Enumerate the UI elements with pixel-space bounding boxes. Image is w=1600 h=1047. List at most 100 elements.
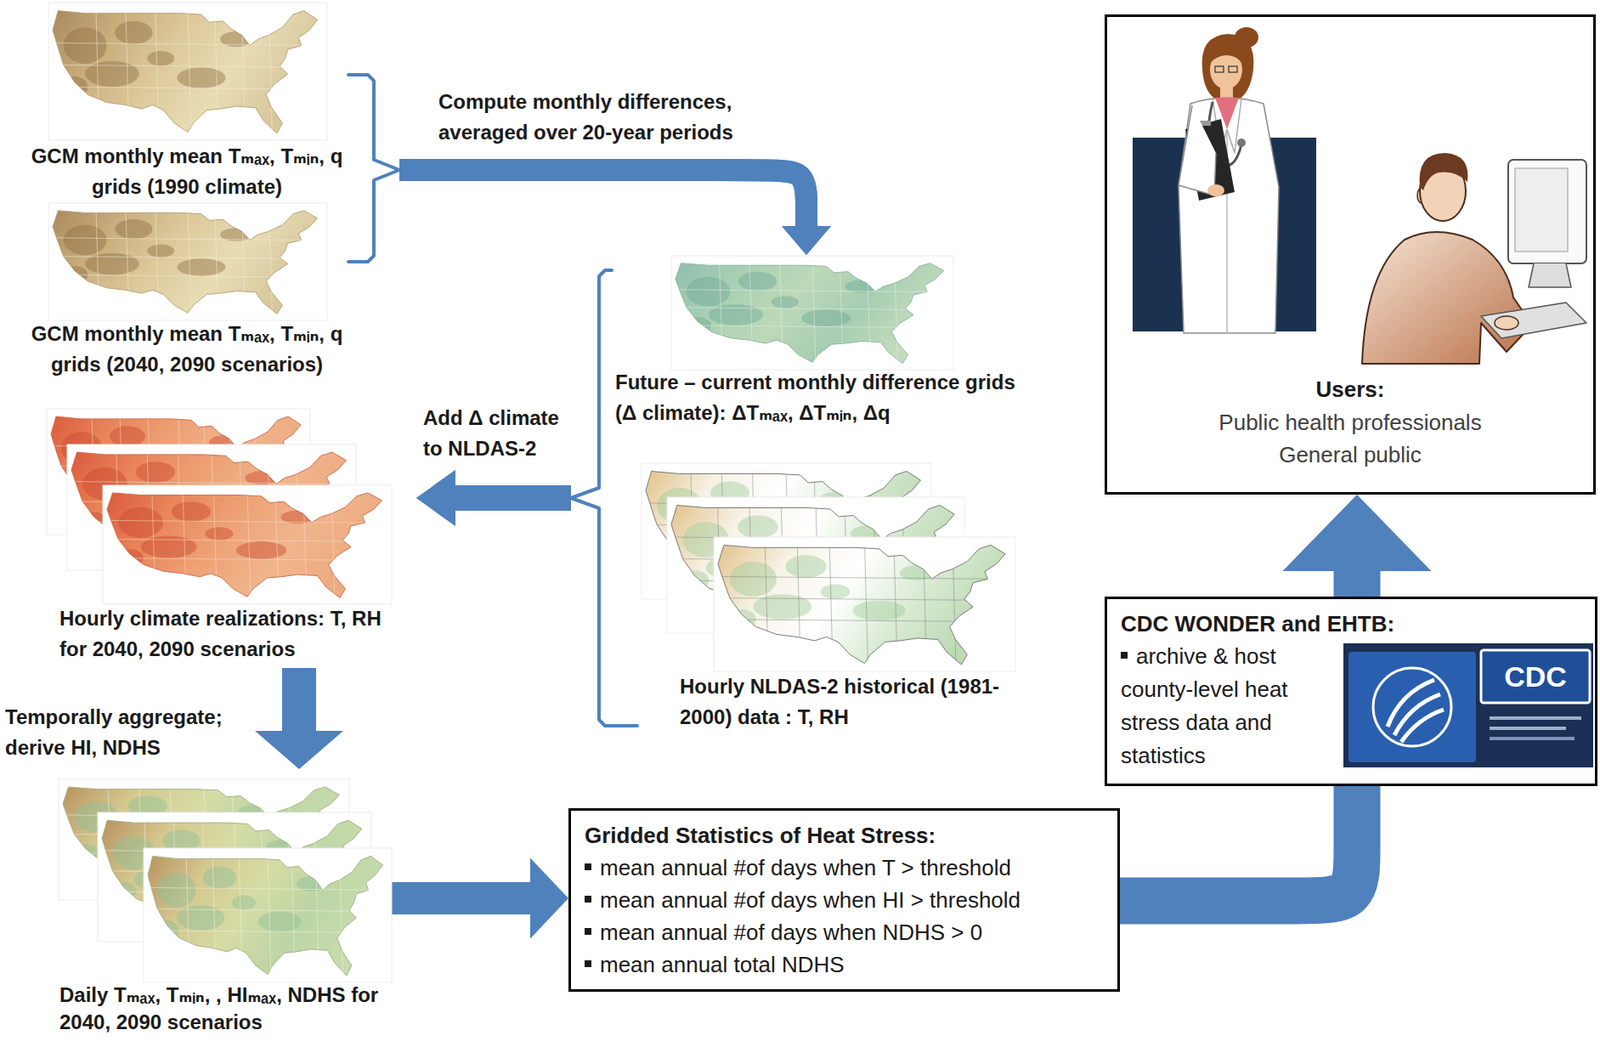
flow-arrow: [416, 270, 612, 526]
node-text: mean annual #of days when NDHS > 0: [599, 919, 983, 945]
arrow-shaft: [454, 485, 572, 511]
monitor-screen: [1515, 168, 1568, 252]
text-row: Future – current monthly difference grid…: [615, 367, 1042, 429]
node-text: mean annual total NDHS: [599, 951, 845, 978]
arrow-shaft: [1119, 785, 1357, 901]
us-map: [675, 263, 945, 364]
arrow-head: [1283, 494, 1432, 572]
map-frame: [143, 848, 392, 983]
map-detail: [675, 260, 950, 366]
map-shade: [231, 894, 256, 911]
map-shade: [708, 304, 764, 326]
map-shade: [109, 425, 146, 447]
map-shade: [171, 501, 211, 521]
state-line: [894, 260, 899, 366]
edge-label: Compute monthly differences, averaged ov…: [438, 86, 800, 148]
map-shade: [738, 271, 777, 291]
state-line: [291, 852, 295, 979]
arrow-shaft: [399, 169, 807, 227]
map-shade: [141, 536, 198, 559]
state-line: [865, 541, 869, 668]
state-line: [812, 260, 816, 366]
map-shade: [118, 507, 164, 538]
monitor: [1508, 159, 1587, 264]
state-line: [71, 481, 352, 485]
map-panel: Daily Tₘₐₓ, Tₘᵢₙ, , HIₘₐₓ, NDHS for 2040…: [33, 768, 391, 1040]
arrow-head: [781, 226, 832, 255]
map-shade: [236, 541, 287, 560]
us-map: [52, 210, 318, 315]
map-shade: [146, 244, 175, 258]
state-line: [107, 558, 388, 561]
state-line: [52, 64, 323, 68]
sign-detail: [1489, 736, 1575, 741]
arrow-shaft: [390, 881, 532, 915]
state-line: [152, 489, 156, 600]
map-shade: [157, 872, 196, 908]
map-illustration: [33, 768, 391, 982]
arrow-head: [416, 469, 456, 526]
flow-arrow: [416, 469, 638, 726]
info-box: Gridded Statistics of Heat Stress:mean a…: [568, 808, 1120, 992]
state-line: [52, 274, 323, 278]
node-text: Daily Tₘₐₓ, Tₘᵢₙ, , HIₘₐₓ, NDHS for 2040…: [59, 983, 379, 1034]
state-line: [182, 489, 187, 600]
box-title: Gridded Statistics of Heat Stress:: [584, 822, 936, 849]
keyboard: [1481, 302, 1587, 339]
arrow-head: [781, 226, 832, 255]
us-map: [107, 492, 382, 599]
doctor-glasses: [1228, 66, 1238, 73]
hhs-emblem-ring: [1373, 667, 1452, 747]
arrow-shaft: [399, 169, 807, 227]
state-line: [764, 541, 769, 668]
bracket-line: [348, 169, 400, 262]
state-line: [147, 887, 388, 890]
map-shade: [737, 515, 779, 539]
map-panel: Hourly NLDAS-2 historical (1981-2000) da…: [637, 463, 1037, 736]
doctor-fringe: [1209, 45, 1244, 65]
state-line: [866, 260, 871, 366]
map-shade: [146, 50, 175, 67]
map-shade: [729, 561, 777, 597]
map-illustration: [637, 463, 1037, 672]
bullet-row: mean annual #of days when T > threshold: [584, 851, 1104, 884]
state-line: [155, 207, 159, 317]
node-text: GCM monthly mean Tₘₐₓ, Tₘᵢₙ, q grids (20…: [31, 322, 344, 376]
map-shade: [176, 258, 226, 276]
state-line: [839, 260, 843, 366]
man-body: [1362, 231, 1533, 364]
us-map: [52, 11, 318, 134]
arrow-head: [530, 858, 569, 939]
state-line: [187, 6, 192, 136]
map-shade: [114, 21, 153, 45]
state-line: [952, 541, 956, 668]
state-line: [675, 307, 950, 311]
bullet-square: [584, 895, 592, 903]
flow-arrow: [390, 858, 569, 939]
state-line: [96, 207, 100, 317]
edge-label: Add Δ climate to NLDAS-2: [423, 402, 577, 464]
state-line: [242, 6, 246, 136]
bullet-row: mean annual #of days when HI > threshold: [584, 883, 1104, 916]
photo-frame: [1343, 643, 1594, 768]
us-map: [718, 544, 1006, 665]
bullet-square: [584, 927, 592, 935]
doctor-glasses: [1215, 66, 1224, 73]
state-line: [212, 852, 216, 979]
box-title: Users:: [1316, 376, 1386, 402]
state-line: [186, 852, 190, 979]
state-line: [52, 256, 323, 260]
map-illustration: [25, 5, 349, 142]
state-line: [52, 86, 323, 90]
text-row: CDC WONDER and EHTB:: [1120, 607, 1582, 640]
map-detail: [52, 207, 323, 317]
doctor-neck: [1220, 86, 1233, 99]
state-line: [923, 541, 928, 668]
bullet-square: [584, 960, 592, 967]
bullet-row: mean annual #of days when NDHS > 0: [584, 915, 1104, 949]
stethoscope-head: [1237, 138, 1246, 147]
state-line: [718, 598, 1012, 601]
map-panel: Hourly climate realizations: T, RH for 2…: [33, 407, 417, 668]
map-illustration: [611, 254, 1046, 368]
bullet-square: [1120, 651, 1128, 659]
